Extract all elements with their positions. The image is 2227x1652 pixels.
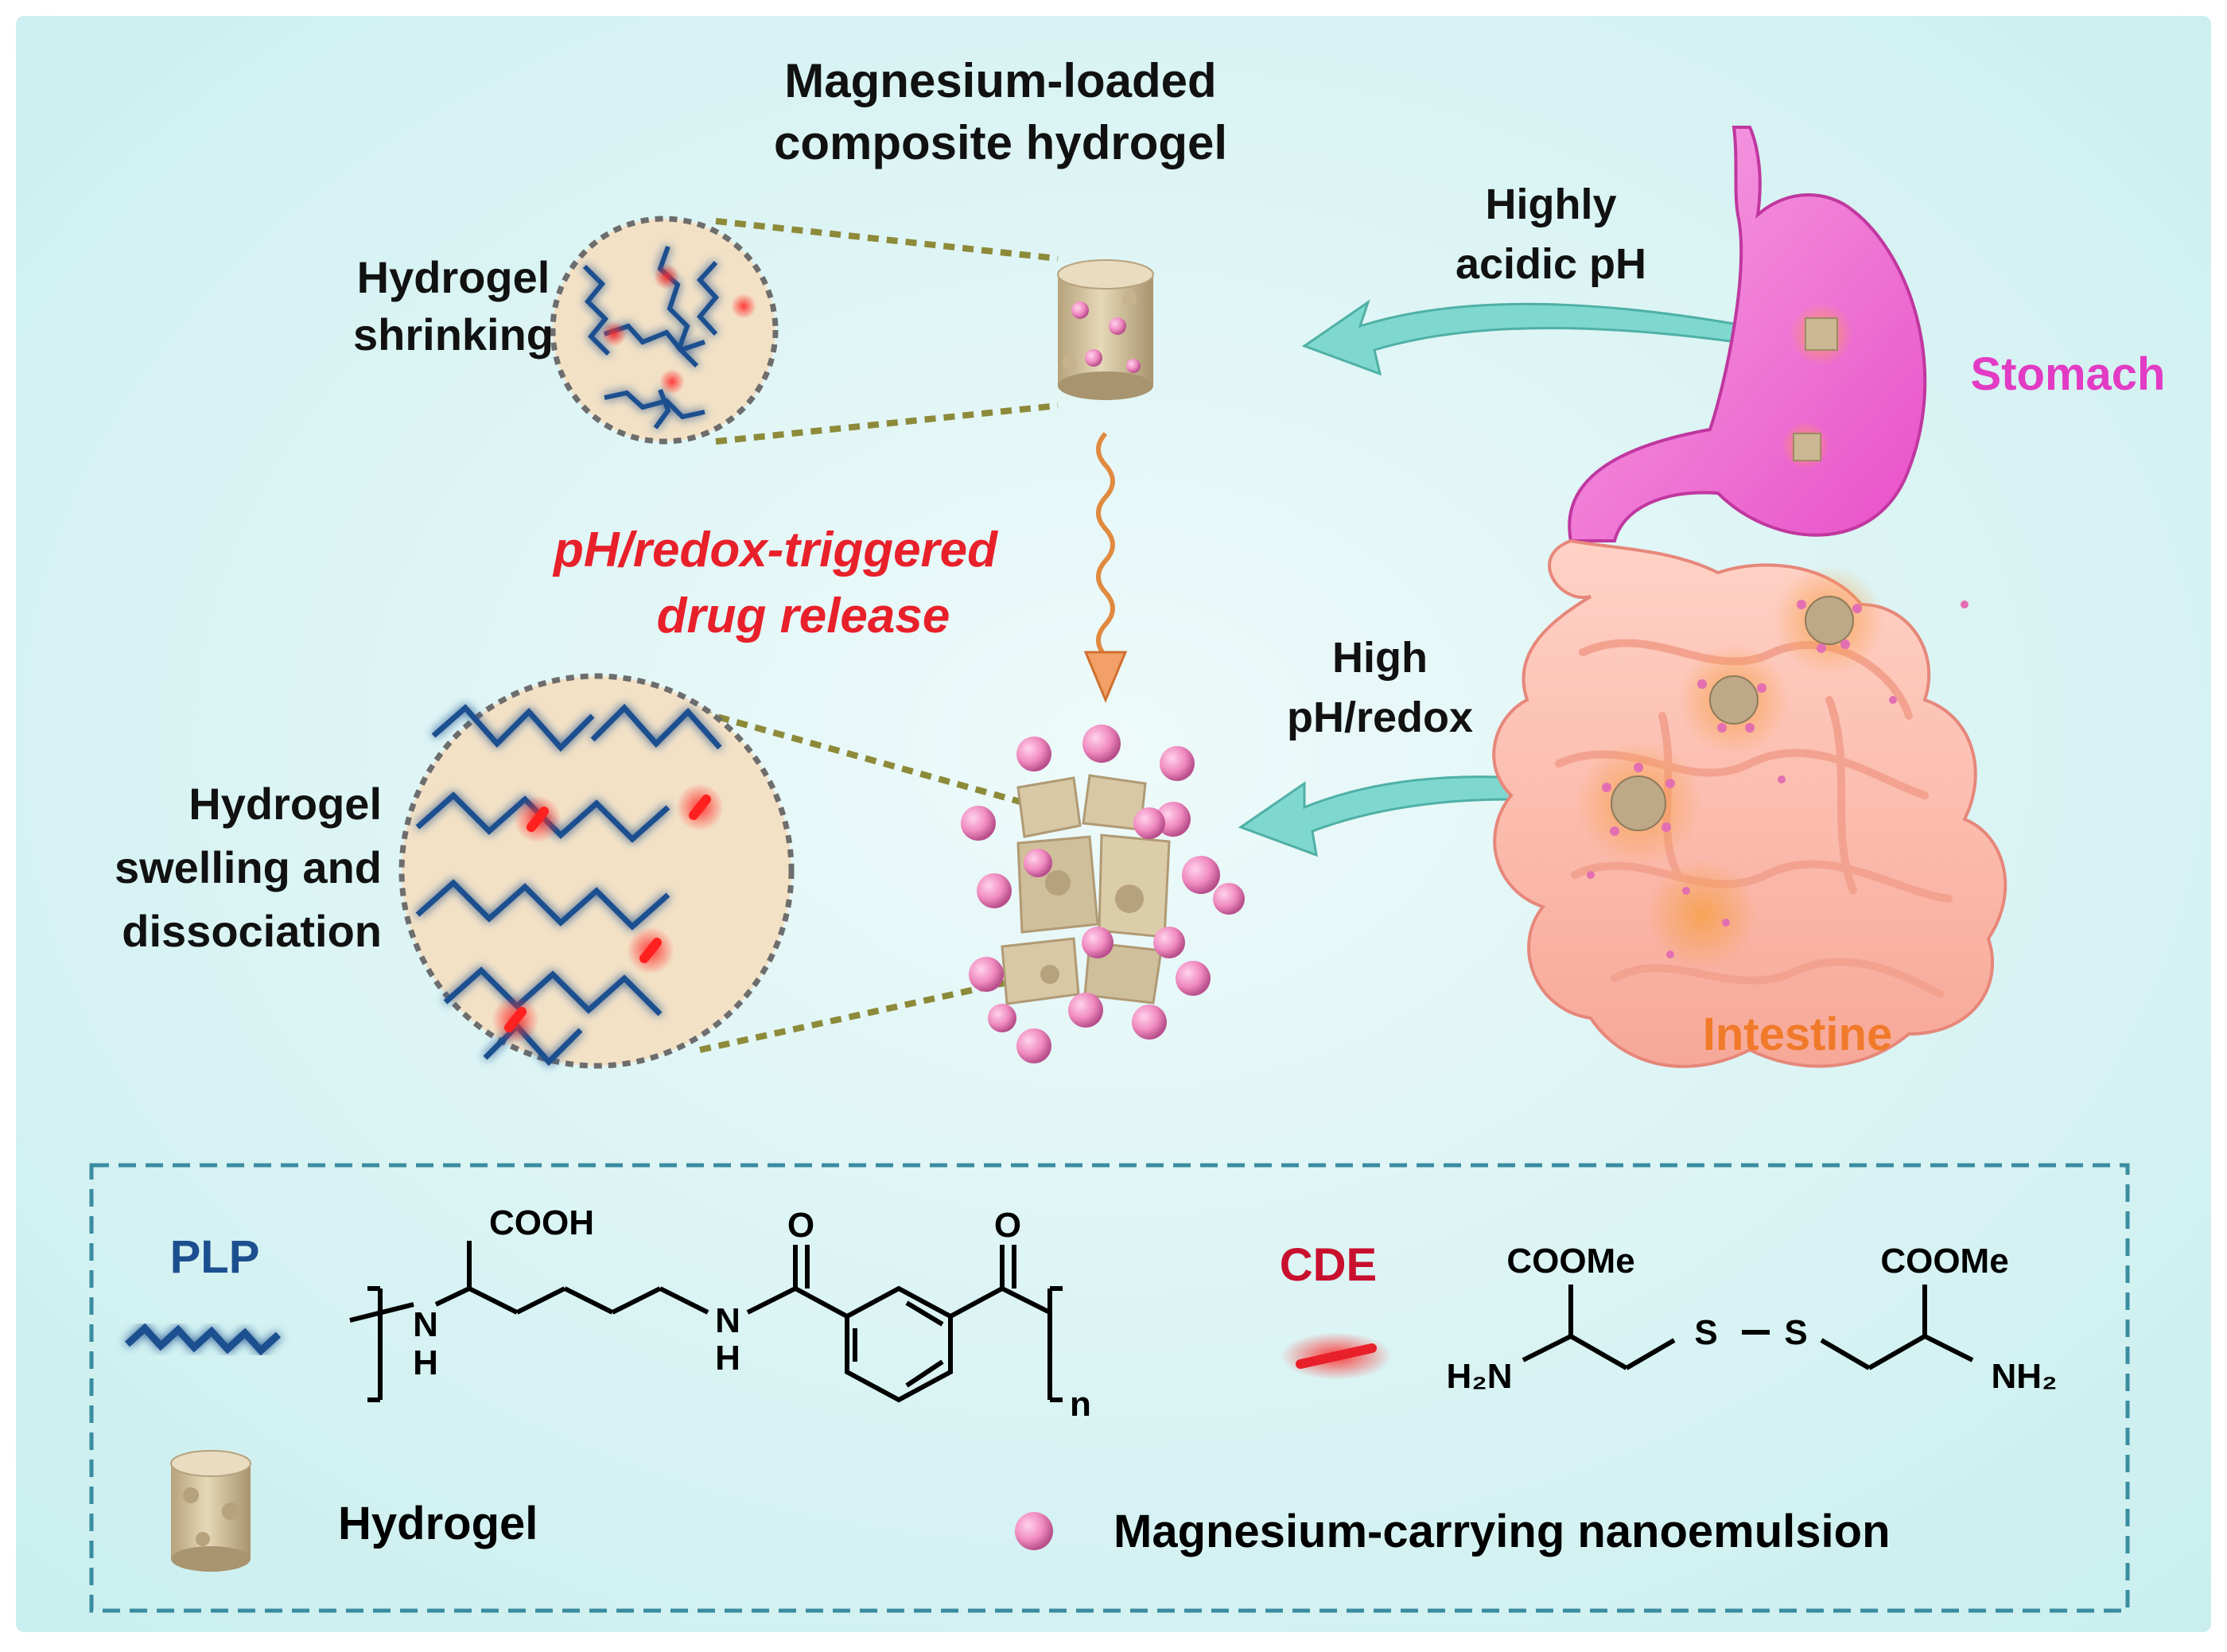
shrinking-network-zoom: [550, 216, 1059, 445]
nanoemulsion-particles: [961, 725, 1245, 1063]
label-highly-acidic-1: Highly: [1485, 181, 1616, 228]
label-hydrogel-swelling-2: swelling and: [115, 842, 382, 892]
label-release-2: drug release: [657, 589, 950, 643]
legend-hydrogel-label: Hydrogel: [338, 1498, 538, 1549]
label-highly-acidic-2: acidic pH: [1456, 240, 1646, 288]
title-line-2: composite hydrogel: [774, 116, 1227, 169]
label-hydrogel-shrinking-2: shrinking: [353, 309, 554, 360]
label-high-ph-2: pH/redox: [1287, 694, 1473, 741]
legend-cde-symbol: [1281, 1332, 1392, 1380]
label-hydrogel-shrinking-1: Hydrogel: [357, 252, 550, 302]
cde-nh2: NH₂: [1991, 1357, 2057, 1396]
swelling-network-zoom: [398, 673, 1028, 1069]
label-release-1: pH/redox-triggered: [552, 523, 998, 577]
cde-h2n: H₂N: [1446, 1357, 1512, 1396]
legend-plp-symbol: [124, 1323, 282, 1356]
plp-h2: H: [715, 1339, 740, 1378]
plp-o1: O: [787, 1206, 814, 1245]
label-hydrogel-swelling-3: dissociation: [122, 906, 382, 956]
plp-h1: H: [413, 1343, 438, 1382]
legend-box: [89, 1163, 2130, 1613]
plp-n2: N: [715, 1301, 740, 1340]
legend-plp-label: PLP: [170, 1231, 260, 1283]
cde-coome-1: COOMe: [1506, 1242, 1634, 1281]
arrow-from-stomach: [1301, 299, 1791, 376]
legend-nanoemulsion-label: Magnesium-carrying nanoemulsion: [1114, 1506, 1891, 1557]
hydrogel-cylinder-shrunk: [1057, 259, 1154, 400]
plp-n-subscript: n: [1070, 1385, 1091, 1424]
cde-coome-2: COOMe: [1880, 1242, 2008, 1281]
label-high-ph-1: High: [1332, 634, 1428, 682]
legend-nanoemulsion-symbol: [1015, 1512, 1053, 1550]
title-line-1: Magnesium-loaded: [784, 54, 1216, 107]
legend-hydrogel-symbol: [170, 1450, 251, 1572]
plp-o2: O: [994, 1206, 1021, 1245]
plp-structure: [349, 1241, 1063, 1403]
cde-s1: S: [1694, 1313, 1717, 1352]
label-stomach: Stomach: [1971, 348, 2166, 400]
label-hydrogel-swelling-1: Hydrogel: [188, 779, 382, 829]
intestine-illustration: [1492, 538, 2007, 1068]
stomach-illustration: [1568, 126, 1927, 542]
plp-n1: N: [413, 1305, 438, 1344]
transition-arrow: [1083, 431, 1128, 703]
cde-structure: [1522, 1285, 1974, 1370]
legend-cde-label: CDE: [1280, 1239, 1377, 1291]
cde-s2: S: [1784, 1313, 1807, 1352]
label-intestine: Intestine: [1703, 1009, 1893, 1060]
plp-cooh: COOH: [489, 1203, 594, 1242]
